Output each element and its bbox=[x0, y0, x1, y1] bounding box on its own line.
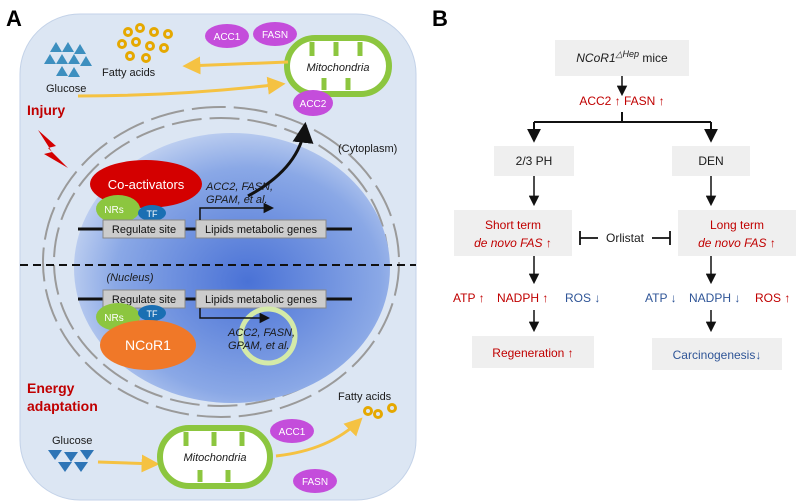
orlistat-label: Orlistat bbox=[606, 231, 645, 245]
mice-gene: NCoR1 bbox=[576, 51, 615, 65]
fasn-bottom-label: FASN bbox=[302, 477, 328, 488]
mice-label: NCoR1△Hep mice bbox=[576, 49, 668, 65]
lipid-genes-bottom-label: Lipids metabolic genes bbox=[205, 294, 317, 306]
regeneration-box bbox=[472, 336, 594, 368]
acc2-fasn-label: ACC2 ↑ FASN ↑ bbox=[579, 94, 664, 108]
lipid-genes-top-box bbox=[195, 219, 327, 239]
fatty-acids-top-icon bbox=[117, 23, 173, 63]
mice-sup: △Hep bbox=[615, 49, 639, 59]
gene-list-bottom-1: ACC2, FASN, bbox=[227, 327, 295, 339]
short-fas-label: de novo FAS ↑ bbox=[474, 236, 552, 250]
inhibited-transcription-circle bbox=[238, 306, 298, 366]
blocked-transcription-arrow bbox=[199, 308, 271, 324]
glucose-bottom-label: Glucose bbox=[52, 435, 92, 447]
right-nadph: NADPH ↓ bbox=[689, 291, 740, 305]
acc1-bottom-pill bbox=[270, 419, 314, 443]
fasn-bottom-pill bbox=[293, 469, 337, 493]
cytoplasm-label: (Cytoplasm) bbox=[338, 143, 397, 155]
lipid-genes-top-label: Lipids metabolic genes bbox=[205, 224, 317, 236]
long-term-label: Long term bbox=[710, 218, 764, 232]
regulate-site-top-box bbox=[102, 219, 186, 239]
fatty-acids-bottom-label: Fatty acids bbox=[338, 391, 392, 403]
gene-list-top-1: ACC2, FASN, bbox=[205, 181, 273, 193]
den-label: DEN bbox=[698, 154, 723, 168]
nrs-top-label: NRs bbox=[104, 205, 123, 216]
fasn-top-label: FASN bbox=[262, 30, 288, 41]
nrs-top-blob bbox=[96, 195, 140, 223]
acc1-top-label: ACC1 bbox=[214, 32, 241, 43]
ncor1-label: NCoR1 bbox=[125, 337, 171, 353]
short-term-label: Short term bbox=[485, 218, 541, 232]
regeneration-label: Regeneration ↑ bbox=[492, 346, 573, 360]
arrow-genes-to-acc2 bbox=[247, 121, 314, 198]
mice-rest: mice bbox=[639, 51, 668, 65]
glucose-bottom-icon bbox=[48, 450, 94, 472]
transcription-arrow bbox=[199, 202, 275, 220]
ph-label: 2/3 PH bbox=[516, 154, 553, 168]
short-term-box bbox=[454, 210, 572, 256]
nrs-bottom-label: NRs bbox=[104, 313, 123, 324]
nucleus-label: (Nucleus) bbox=[106, 272, 153, 284]
ncor1-blob bbox=[100, 320, 196, 370]
gene-list-top-2: GPAM, et al. bbox=[206, 194, 268, 206]
regulate-site-bottom-label: Regulate site bbox=[112, 294, 176, 306]
arrow-glucose-to-mito bbox=[77, 76, 286, 98]
carcinogenesis-label: Carcinogenesis↓ bbox=[673, 348, 762, 362]
mice-box bbox=[555, 40, 689, 76]
branch-connector bbox=[527, 112, 718, 143]
orlistat-inhibition-bars bbox=[579, 231, 671, 245]
carcinogenesis-box bbox=[652, 338, 782, 370]
left-atp: ATP ↑ bbox=[453, 291, 485, 305]
left-ros: ROS ↓ bbox=[565, 291, 600, 305]
acc2-label: ACC2 bbox=[300, 99, 327, 110]
panel-a-letter: A bbox=[6, 6, 22, 31]
glucose-top-icon bbox=[44, 42, 92, 77]
gene-list-bottom-2: GPAM, et al. bbox=[228, 340, 290, 352]
fatty-acids-top-label: Fatty acids bbox=[102, 67, 156, 79]
den-box bbox=[672, 146, 750, 176]
glucose-top-label: Glucose bbox=[46, 83, 86, 95]
fatty-acids-bottom-icon bbox=[363, 403, 397, 419]
acc2-pill bbox=[293, 90, 333, 116]
coactivators-label: Co-activators bbox=[108, 177, 185, 192]
left-nadph: NADPH ↑ bbox=[497, 291, 548, 305]
tf-bottom-label: TF bbox=[147, 309, 158, 319]
ph-box bbox=[494, 146, 574, 176]
tf-top-label: TF bbox=[147, 209, 158, 219]
injury-label: Injury bbox=[27, 102, 65, 118]
arrow-glucose-to-mito-bottom bbox=[97, 454, 160, 473]
long-term-box bbox=[678, 210, 796, 256]
right-ros: ROS ↑ bbox=[755, 291, 790, 305]
arrow-mito-to-fatty-acids bbox=[182, 56, 289, 75]
mitochondria-top-icon bbox=[284, 35, 392, 97]
acc1-bottom-label: ACC1 bbox=[279, 427, 306, 438]
mitochondria-bottom-label: Mitochondria bbox=[184, 452, 247, 464]
tf-bottom-blob bbox=[138, 305, 166, 321]
regulate-site-top-label: Regulate site bbox=[112, 224, 176, 236]
right-atp: ATP ↓ bbox=[645, 291, 677, 305]
panel-b-letter: B bbox=[432, 6, 448, 31]
mitochondria-bottom-icon bbox=[157, 425, 273, 489]
long-fas-label: de novo FAS ↑ bbox=[698, 236, 776, 250]
arrow-mito-to-fatty-acids-bottom bbox=[275, 417, 363, 458]
energy-label-1: Energy bbox=[27, 380, 75, 396]
mitochondria-top-label: Mitochondria bbox=[307, 62, 370, 74]
fasn-top-pill bbox=[253, 22, 297, 46]
energy-label-2: adaptation bbox=[27, 398, 98, 414]
tf-top-blob bbox=[138, 205, 166, 221]
acc1-top-pill bbox=[205, 24, 249, 48]
lightning-icon bbox=[38, 130, 68, 168]
